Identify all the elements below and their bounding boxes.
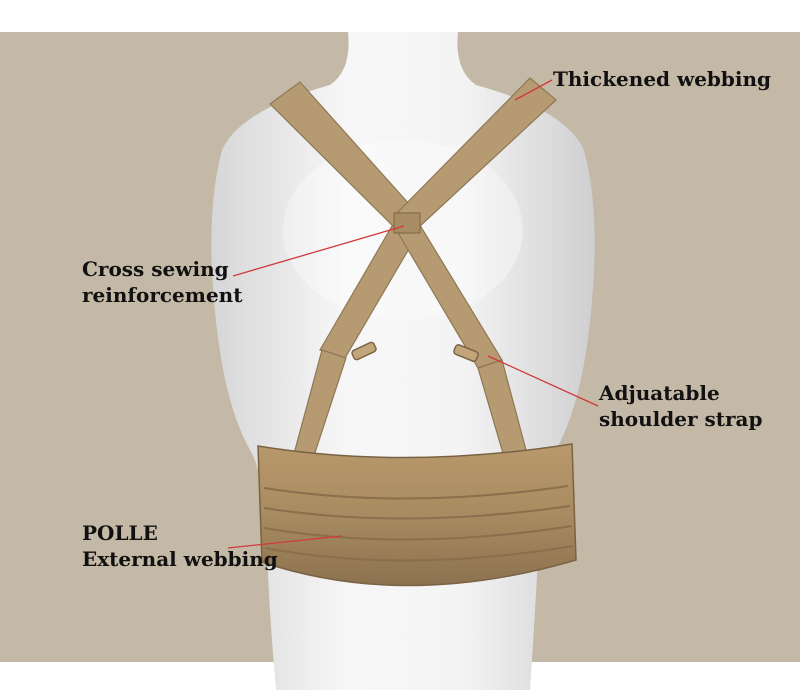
label-polle-line1: POLLE bbox=[82, 521, 158, 545]
label-adjustable-strap: Adjuatable shoulder strap bbox=[599, 380, 762, 432]
mannequin bbox=[211, 32, 595, 690]
padded-belt bbox=[257, 443, 577, 587]
cross-patch bbox=[393, 212, 421, 234]
label-cross-sewing-line2: reinforcement bbox=[82, 283, 243, 307]
label-polle-line2: External webbing bbox=[82, 547, 278, 571]
label-thickened-webbing: Thickened webbing bbox=[553, 67, 772, 91]
pointer-lines bbox=[227, 79, 599, 549]
label-cross-sewing-line1: Cross sewing bbox=[82, 257, 229, 281]
label-cross-sewing: Cross sewing reinforcement bbox=[82, 256, 242, 308]
label-polle-webbing: POLLE External webbing bbox=[82, 520, 278, 572]
label-adjustable-line1: Adjuatable bbox=[599, 381, 720, 405]
shoulder-straps bbox=[269, 77, 557, 485]
label-adjustable-line2: shoulder strap bbox=[599, 407, 763, 431]
